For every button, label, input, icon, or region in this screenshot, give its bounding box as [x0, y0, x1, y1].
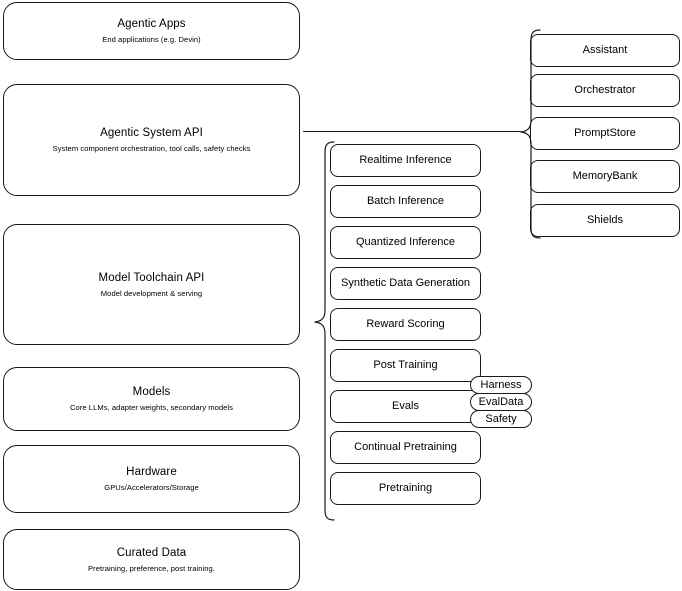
toolchain-node-evals[interactable]: Evals	[330, 390, 481, 423]
layer-subtitle: Model development & serving	[100, 288, 203, 298]
toolchain-node-label: Realtime Inference	[359, 154, 452, 166]
toolchain-node-label: Continual Pretraining	[354, 441, 457, 453]
eval-badge-harness[interactable]: Harness	[470, 376, 532, 394]
toolchain-node-post-training[interactable]: Post Training	[330, 349, 481, 382]
layer-title: Curated Data	[116, 546, 187, 559]
layer-title: Hardware	[126, 466, 177, 478]
toolchain-node-realtime-inference[interactable]: Realtime Inference	[330, 144, 481, 177]
eval-badge-evaldata[interactable]: EvalData	[470, 393, 532, 411]
toolchain-node-label: Evals	[392, 400, 419, 412]
layer-box-curated-data[interactable]: Curated Data Pretraining, preference, po…	[3, 529, 300, 590]
connector-system-api-to-components	[303, 131, 521, 133]
brace-model-toolchain	[314, 141, 335, 521]
toolchain-node-batch-inference[interactable]: Batch Inference	[330, 185, 481, 218]
toolchain-node-label: Batch Inference	[366, 195, 445, 207]
layer-box-model-toolchain-api[interactable]: Model Toolchain API Model development & …	[3, 224, 300, 345]
system-node-label: MemoryBank	[572, 170, 638, 182]
toolchain-node-label: Post Training	[373, 359, 438, 371]
layer-box-models[interactable]: Models Core LLMs, adapter weights, secon…	[3, 367, 300, 431]
system-node-shields[interactable]: Shields	[530, 204, 680, 237]
system-node-label: Shields	[586, 214, 624, 226]
brace-agentic-system	[520, 29, 541, 239]
layer-title: Agentic System API	[100, 127, 203, 139]
layer-subtitle: Core LLMs, adapter weights, secondary mo…	[69, 403, 233, 412]
system-node-memorybank[interactable]: MemoryBank	[530, 160, 680, 193]
toolchain-node-label: Reward Scoring	[366, 318, 445, 330]
layer-subtitle: Pretraining, preference, post training.	[88, 563, 215, 573]
layer-box-hardware[interactable]: Hardware GPUs/Accelerators/Storage	[3, 445, 300, 513]
system-node-label: Assistant	[582, 44, 628, 56]
eval-badge-safety[interactable]: Safety	[470, 410, 532, 428]
layer-title: Model Toolchain API	[98, 271, 205, 284]
toolchain-node-label: Quantized Inference	[355, 236, 456, 248]
toolchain-node-reward-scoring[interactable]: Reward Scoring	[330, 308, 481, 341]
eval-badge-label: Safety	[485, 412, 517, 425]
layer-subtitle: GPUs/Accelerators/Storage	[104, 483, 199, 492]
system-node-promptstore[interactable]: PromptStore	[530, 117, 680, 150]
toolchain-node-pretraining[interactable]: Pretraining	[330, 472, 481, 505]
eval-badge-label: Harness	[480, 378, 522, 391]
system-node-orchestrator[interactable]: Orchestrator	[530, 74, 680, 107]
layer-box-agentic-apps[interactable]: Agentic Apps End applications (e.g. Devi…	[3, 2, 300, 60]
layer-subtitle: System component orchestration, tool cal…	[52, 144, 251, 153]
toolchain-node-quantized-inference[interactable]: Quantized Inference	[330, 226, 481, 259]
layer-title: Models	[132, 386, 171, 398]
system-node-label: Orchestrator	[574, 84, 636, 96]
toolchain-node-continual-pretraining[interactable]: Continual Pretraining	[330, 431, 481, 464]
system-node-label: PromptStore	[574, 127, 636, 139]
toolchain-node-label: Pretraining	[378, 482, 433, 494]
system-node-assistant[interactable]: Assistant	[530, 34, 680, 67]
layer-title: Agentic Apps	[117, 18, 186, 30]
layer-box-agentic-system-api[interactable]: Agentic System API System component orch…	[3, 84, 300, 196]
eval-badge-label: EvalData	[478, 395, 524, 408]
toolchain-node-label: Synthetic Data Generation	[340, 277, 471, 289]
toolchain-node-synthetic-data-generation[interactable]: Synthetic Data Generation	[330, 267, 481, 300]
layer-subtitle: End applications (e.g. Devin)	[102, 35, 201, 44]
